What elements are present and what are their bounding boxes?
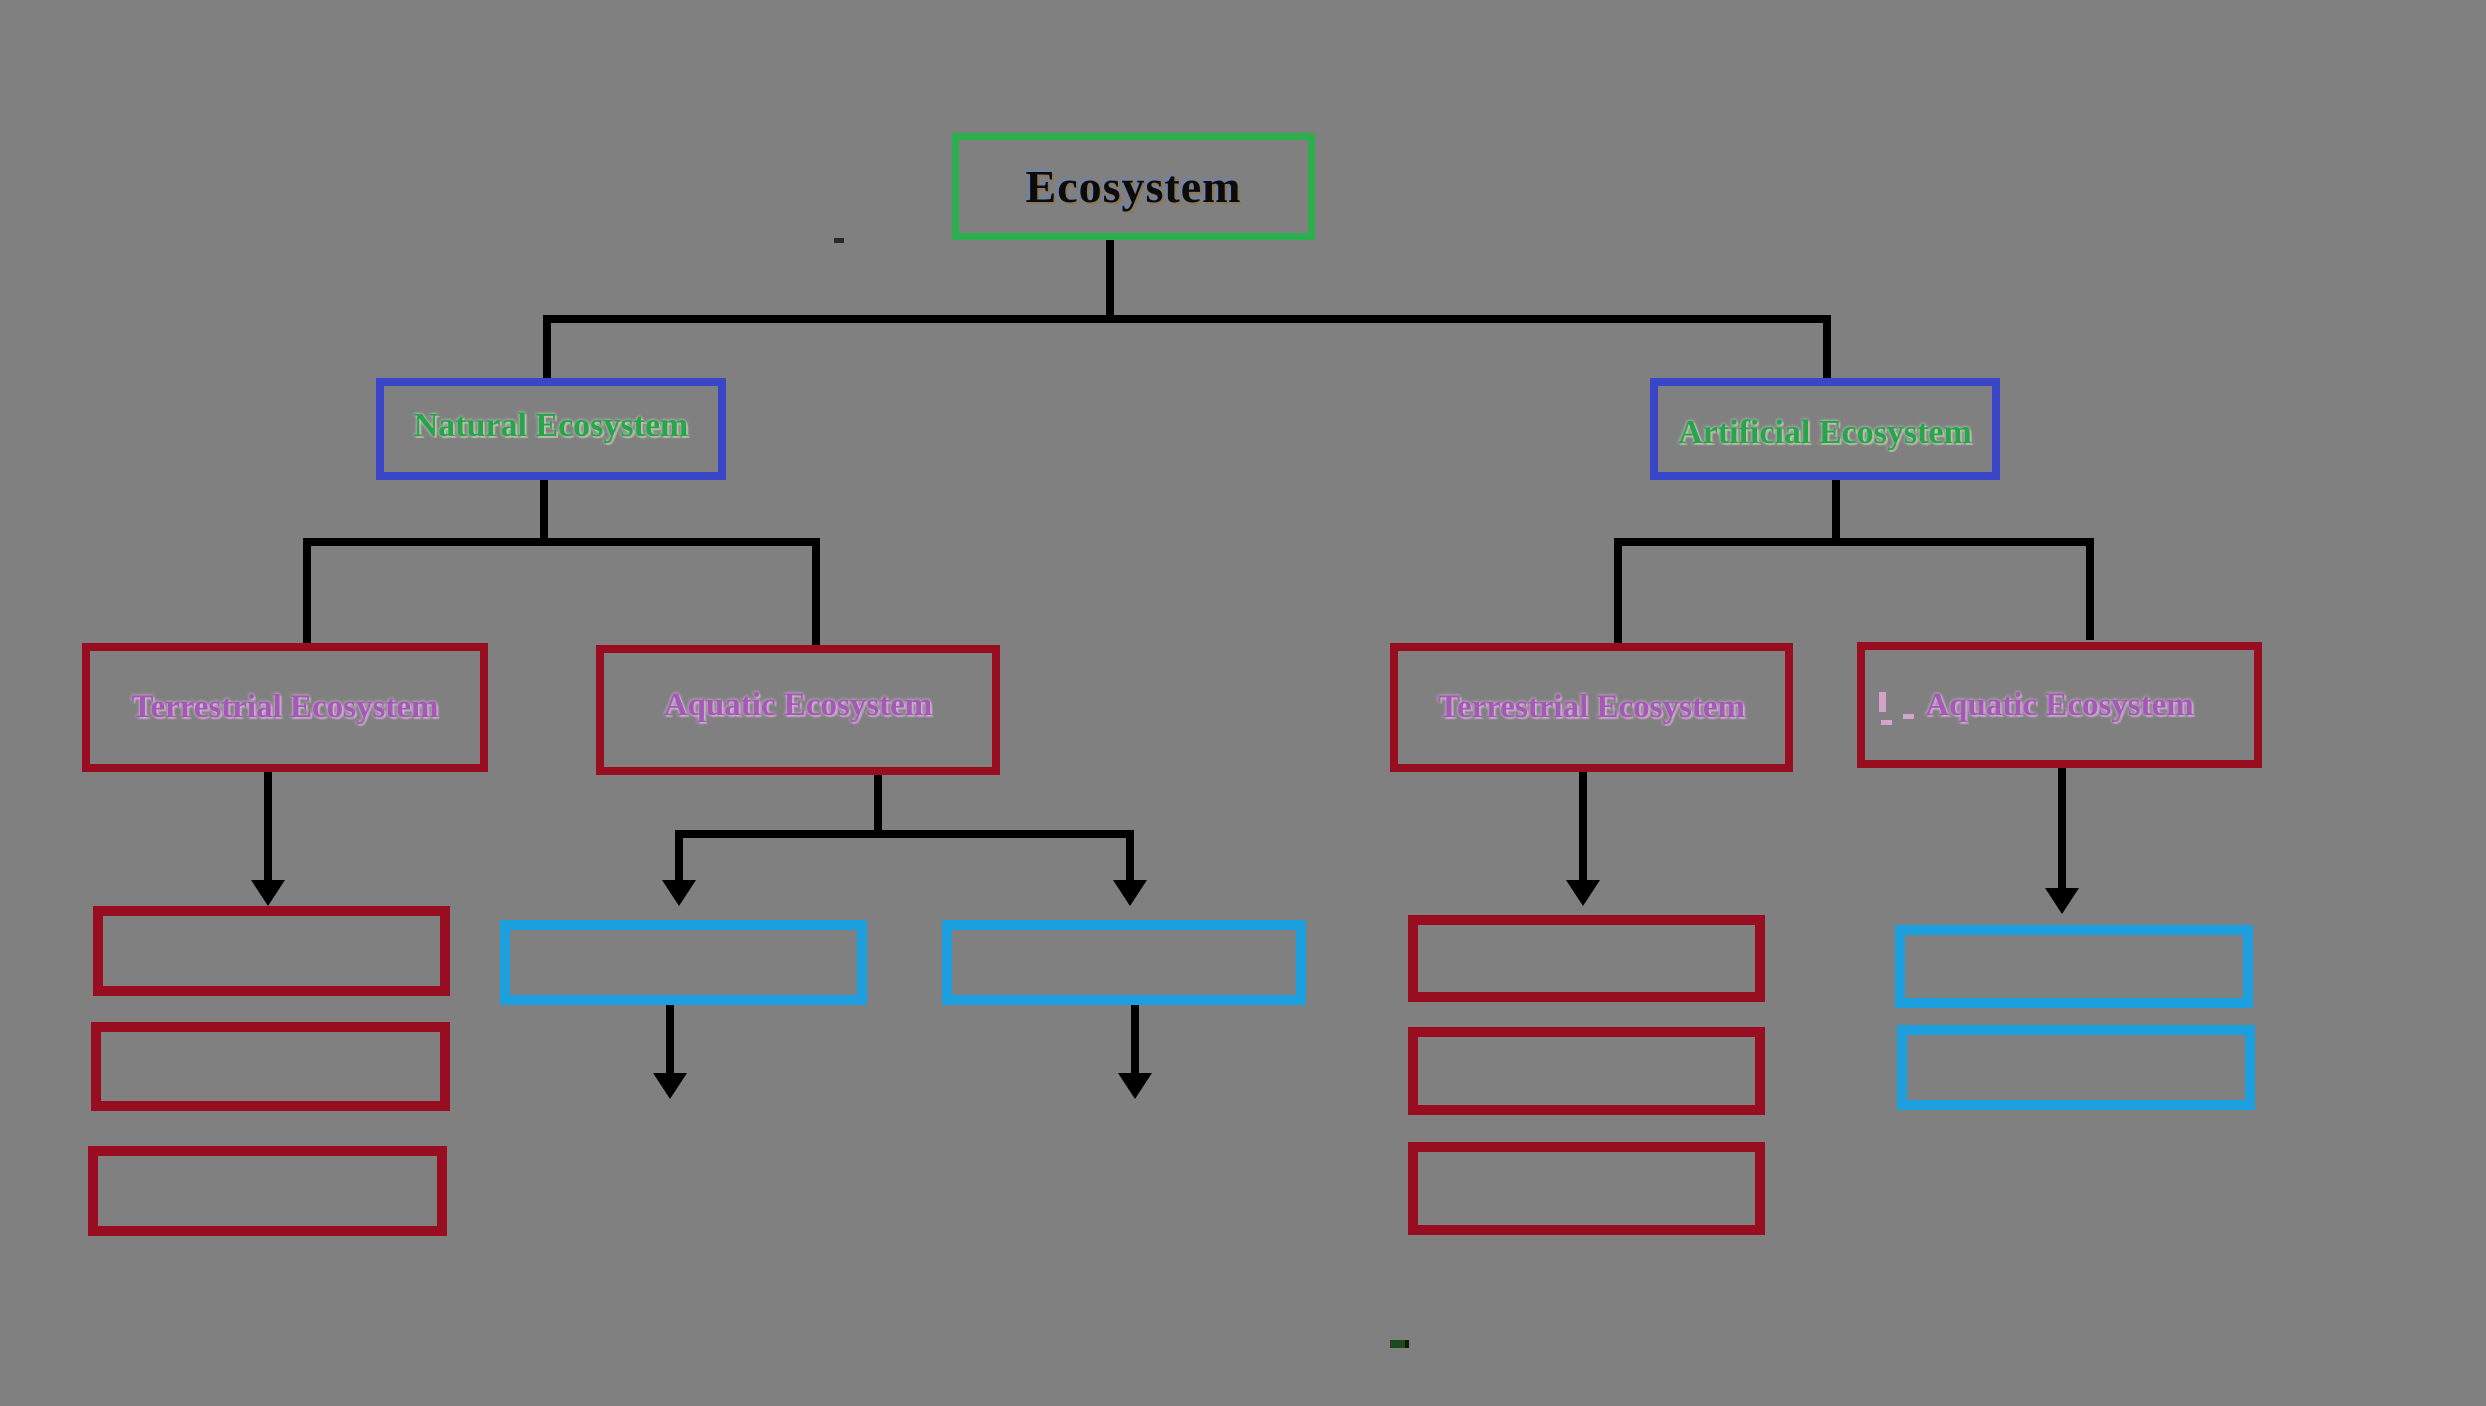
stray-dash-bottom: [1390, 1340, 1409, 1348]
stray-dash-mark: [1881, 720, 1892, 725]
arrow-head-natural-aquatic-right: [1113, 880, 1147, 906]
node-artificial-ecosystem-label: Artificial Ecosystem: [1678, 414, 1972, 451]
connector-to-natural-aquatic: [812, 538, 820, 645]
empty-box-artificial-terrestrial-2: [1408, 1027, 1765, 1115]
arrow-shaft-artificial-aquatic: [2058, 768, 2066, 890]
connector-to-artificial-aquatic: [2086, 538, 2094, 640]
empty-box-artificial-terrestrial-1: [1408, 915, 1765, 1002]
connector-to-artificial: [1823, 315, 1831, 378]
node-natural-terrestrial-ecosystem: Terrestrial Ecosystem: [82, 643, 488, 772]
arrow-head-below-cyan-right: [1118, 1073, 1152, 1099]
empty-box-natural-terrestrial-2: [91, 1022, 450, 1111]
arrow-shaft-artificial-terrestrial: [1579, 772, 1587, 882]
arrow-shaft-below-cyan-left: [666, 1005, 674, 1075]
arrow-shaft-natural-terrestrial: [264, 772, 272, 882]
connector-to-natural-terrestrial: [303, 538, 311, 643]
empty-box-artificial-aquatic-2: [1897, 1025, 2255, 1110]
connector-to-natural: [543, 315, 551, 378]
empty-box-artificial-terrestrial-3: [1408, 1142, 1765, 1235]
connector-root-stub: [1106, 240, 1114, 319]
node-natural-ecosystem: Natural Ecosystem: [376, 378, 726, 480]
arrow-head-natural-aquatic-left: [662, 880, 696, 906]
connector-natural-aquatic-stub: [874, 775, 882, 838]
empty-box-natural-terrestrial-1: [93, 906, 450, 996]
node-natural-ecosystem-label: Natural Ecosystem: [413, 407, 689, 444]
arrow-shaft-natural-aquatic-right: [1126, 830, 1134, 882]
node-artificial-terrestrial-ecosystem: Terrestrial Ecosystem: [1390, 643, 1793, 772]
stray-dash-mark: [1903, 714, 1914, 719]
empty-box-natural-aquatic-1: [500, 920, 867, 1005]
stray-tick-mark: [1879, 692, 1886, 712]
arrow-head-below-cyan-left: [653, 1073, 687, 1099]
node-ecosystem-label: Ecosystem: [1025, 161, 1242, 212]
arrow-head-artificial-aquatic: [2045, 888, 2079, 914]
connector-natural-stub: [540, 480, 548, 546]
connector-artificial-horizontal: [1614, 538, 2094, 546]
node-natural-aquatic-label: Aquatic Ecosystem: [663, 686, 933, 723]
arrow-head-artificial-terrestrial: [1566, 880, 1600, 906]
node-artificial-aquatic-ecosystem: Aquatic Ecosystem: [1857, 642, 2262, 768]
empty-box-artificial-aquatic-1: [1895, 925, 2253, 1008]
connector-to-artificial-terrestrial: [1614, 538, 1622, 643]
arrow-shaft-natural-aquatic-left: [675, 830, 683, 882]
connector-root-horizontal: [543, 315, 1831, 323]
connector-natural-horizontal: [303, 538, 820, 546]
arrow-head-natural-terrestrial: [251, 880, 285, 906]
node-artificial-terrestrial-label: Terrestrial Ecosystem: [1437, 689, 1745, 725]
connector-artificial-stub: [1832, 480, 1840, 546]
empty-box-natural-terrestrial-3: [88, 1146, 447, 1236]
stray-dash-top: [834, 238, 844, 243]
node-natural-aquatic-ecosystem: Aquatic Ecosystem: [596, 645, 1000, 775]
arrow-shaft-below-cyan-right: [1131, 1005, 1139, 1075]
node-artificial-ecosystem: Artificial Ecosystem: [1650, 378, 2000, 480]
empty-box-natural-aquatic-2: [942, 920, 1306, 1005]
connector-natural-aquatic-horizontal: [675, 830, 1134, 838]
node-artificial-aquatic-label: Aquatic Ecosystem: [1925, 686, 2194, 723]
node-ecosystem: Ecosystem: [952, 133, 1315, 240]
node-natural-terrestrial-label: Terrestrial Ecosystem: [131, 689, 439, 725]
